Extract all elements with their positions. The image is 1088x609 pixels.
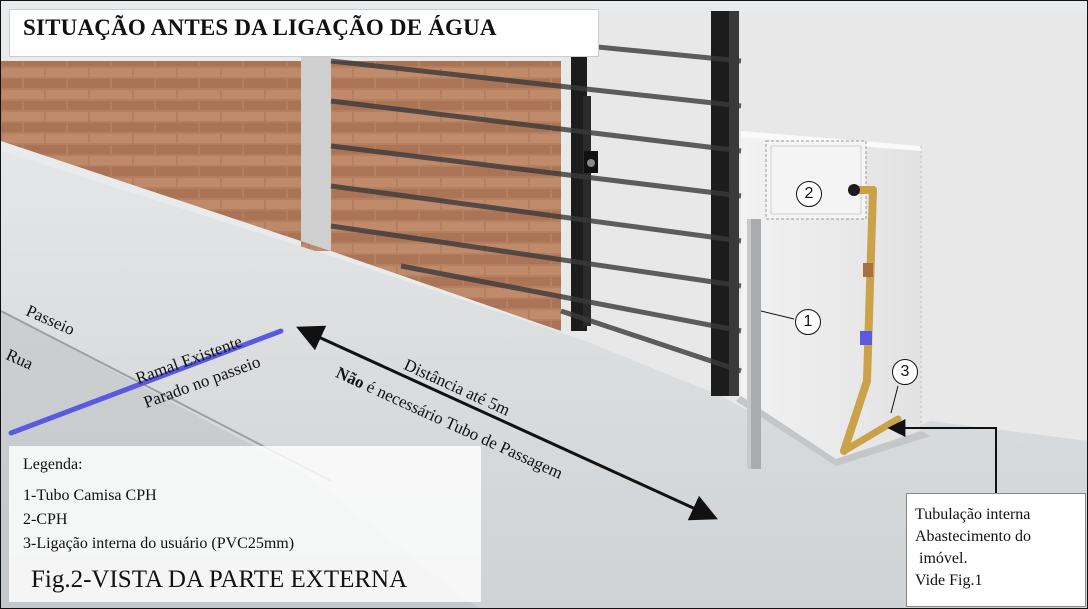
legend-item-2: 2-CPH: [23, 511, 68, 528]
leader-3: [890, 385, 899, 414]
brick-wall: [1, 61, 561, 331]
distance-arrow: [296, 325, 718, 521]
title-box: [9, 9, 599, 57]
pillar-base-shadow: [736, 396, 931, 466]
wall-edge: [301, 11, 331, 251]
tubulacao-line-1: Tubulação interna: [915, 506, 1031, 523]
legend-heading: Legenda:: [23, 456, 83, 473]
leader-1: [760, 310, 795, 320]
page-title: SITUAÇÃO ANTES DA LIGAÇÃO DE ÁGUA: [23, 15, 497, 40]
marker-3: 3: [892, 359, 918, 385]
tubulacao-note-box: [906, 493, 1086, 607]
legend-item-1: 1-Tubo Camisa CPH: [23, 487, 157, 504]
tubulacao-arrow: [887, 419, 997, 493]
marker-2: 2: [796, 181, 822, 207]
tubulacao-line-2: Abastecimento do: [915, 528, 1031, 545]
marker-1: 1: [795, 309, 821, 335]
legend-item-3: 3-Ligação interna do usuário (PVC25mm): [23, 535, 295, 552]
figure-caption: Fig.2-VISTA DA PARTE EXTERNA: [31, 566, 408, 593]
ramal-blue-line: [8, 328, 284, 436]
cph-box: [765, 140, 867, 220]
tubo-camisa-highlight: [747, 219, 751, 469]
tubulacao-line-3: imóvel.: [915, 550, 968, 567]
tubulacao-line-4: Vide Fig.1: [915, 572, 983, 589]
legend-box: [9, 446, 481, 602]
cph-box-inner: [770, 145, 862, 215]
